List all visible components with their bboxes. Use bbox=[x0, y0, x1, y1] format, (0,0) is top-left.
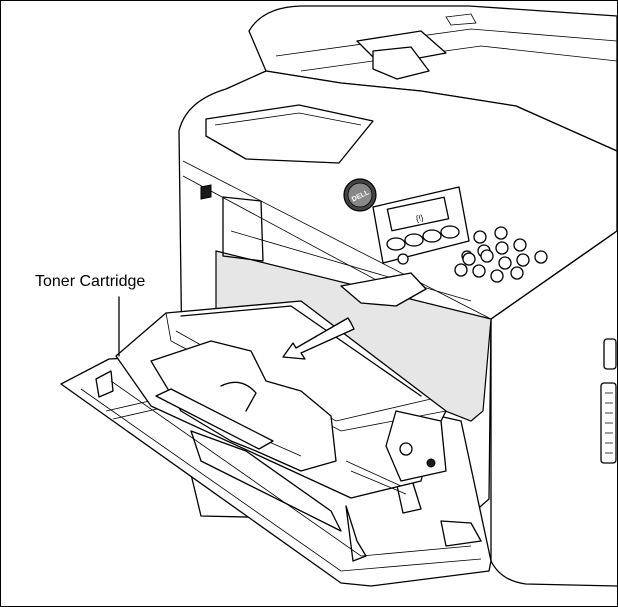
toner-cartridge bbox=[115, 300, 447, 499]
removal-arrow bbox=[282, 317, 355, 360]
keypad bbox=[454, 226, 548, 283]
dell-logo: DELL bbox=[343, 178, 377, 212]
control-panel: {!} bbox=[372, 186, 548, 283]
svg-text:{!}: {!} bbox=[415, 213, 425, 223]
document-feeder bbox=[248, 5, 617, 152]
toner-cartridge-label: Toner Cartridge bbox=[35, 273, 146, 290]
